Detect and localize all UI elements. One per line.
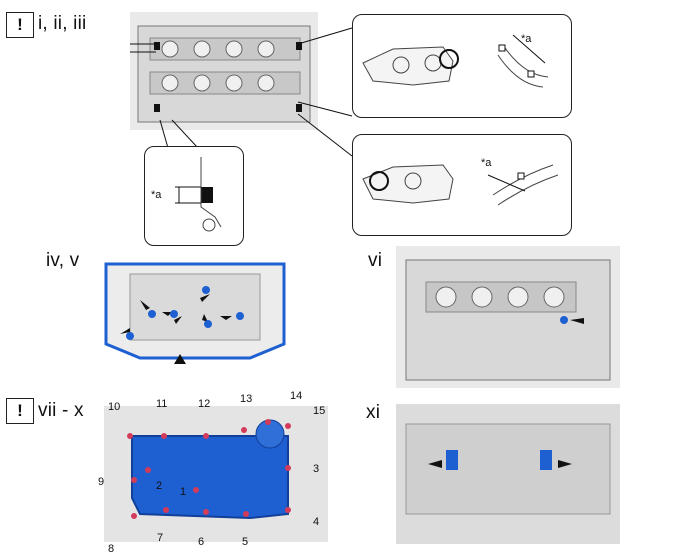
engine-side-view-image [396, 246, 620, 388]
warning-icon: ! [6, 12, 34, 38]
step-label-i-iii: i, ii, iii [38, 13, 87, 34]
detail-panel-left: *a [144, 146, 244, 246]
step-label-iv-v: iv, v [46, 250, 80, 271]
bolt-number-13: 13 [240, 393, 253, 405]
connector-lines [159, 27, 353, 157]
bolt-number-6: 6 [198, 536, 205, 548]
callout-a-bottom: *a [481, 157, 492, 169]
bolt-number-5: 5 [242, 536, 249, 548]
bolt-number-11: 11 [156, 398, 168, 410]
bolt-number-3: 3 [313, 463, 320, 475]
bolt-number-10: 10 [108, 401, 121, 413]
warning-icon-2: ! [6, 398, 34, 424]
callout-a-top: *a [521, 33, 532, 45]
detail-panel-bottom: *a [352, 134, 572, 236]
bolt-number-2: 2 [156, 480, 163, 492]
bolt-number-14: 14 [290, 390, 303, 402]
callout-a-left: *a [151, 189, 162, 201]
step-label-vi: vi [368, 250, 383, 271]
cam-housing-bolts-image [100, 254, 290, 374]
bolt-number-12: 12 [198, 398, 211, 410]
bolt-number-1: 1 [180, 486, 187, 498]
cylinder-head-cover-sequence-image [100, 398, 332, 548]
engine-head-top-view [130, 12, 318, 130]
bolt-number-8: 8 [108, 543, 115, 555]
cam-bearing-bolts-image [396, 404, 620, 544]
step-label-xi: xi [366, 402, 381, 423]
detail-panel-top: *a [352, 14, 572, 118]
bolt-number-4: 4 [313, 516, 320, 528]
bolt-number-7: 7 [157, 532, 164, 544]
bolt-number-15: 15 [313, 405, 326, 417]
bolt-number-9: 9 [98, 476, 105, 488]
step-label-vii-x: vii - x [38, 400, 84, 421]
